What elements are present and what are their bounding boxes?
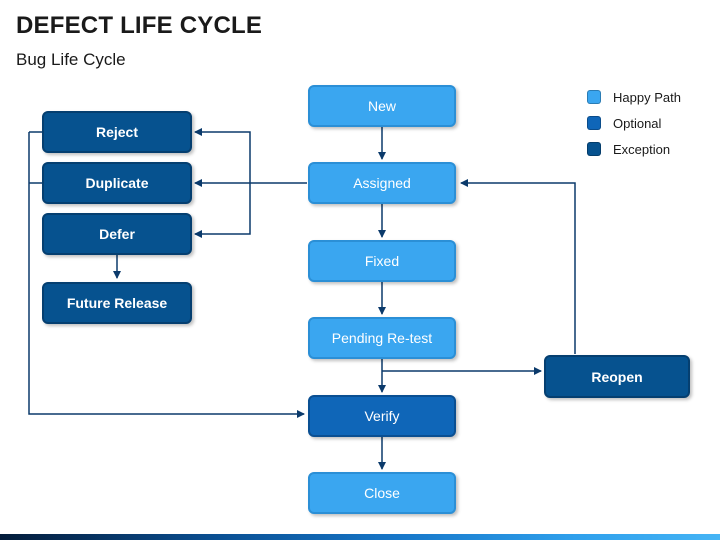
node-verify: Verify	[308, 395, 456, 437]
node-pending-retest: Pending Re-test	[308, 317, 456, 359]
node-close: Close	[308, 472, 456, 514]
legend-item-exception: Exception	[587, 140, 681, 158]
legend-item-happy-path: Happy Path	[587, 88, 681, 106]
arrow-to-verify	[28, 132, 305, 418]
legend-label: Happy Path	[613, 89, 681, 105]
legend: Happy Path Optional Exception	[587, 88, 681, 166]
footer-accent-bar	[0, 534, 720, 540]
node-assigned: Assigned	[308, 162, 456, 204]
legend-item-optional: Optional	[587, 114, 681, 132]
node-reopen: Reopen	[544, 355, 690, 398]
page-subtitle: Bug Life Cycle	[16, 50, 126, 69]
legend-swatch-exception	[587, 142, 601, 156]
arrow-assigned-to-reject	[194, 128, 251, 183]
node-defer: Defer	[42, 213, 192, 255]
node-fixed: Fixed	[308, 240, 456, 282]
arrow-assigned-to-defer	[194, 183, 251, 238]
legend-label: Optional	[613, 115, 662, 131]
node-reject: Reject	[42, 111, 192, 153]
node-new: New	[308, 85, 456, 127]
legend-swatch-happy-path	[587, 90, 601, 104]
legend-swatch-optional	[587, 116, 601, 130]
page-title: DEFECT LIFE CYCLE	[16, 12, 263, 39]
legend-label: Exception	[613, 141, 671, 157]
arrow-reopen-to-assigned	[460, 179, 576, 354]
node-duplicate: Duplicate	[42, 162, 192, 204]
node-future-release: Future Release	[42, 282, 192, 324]
